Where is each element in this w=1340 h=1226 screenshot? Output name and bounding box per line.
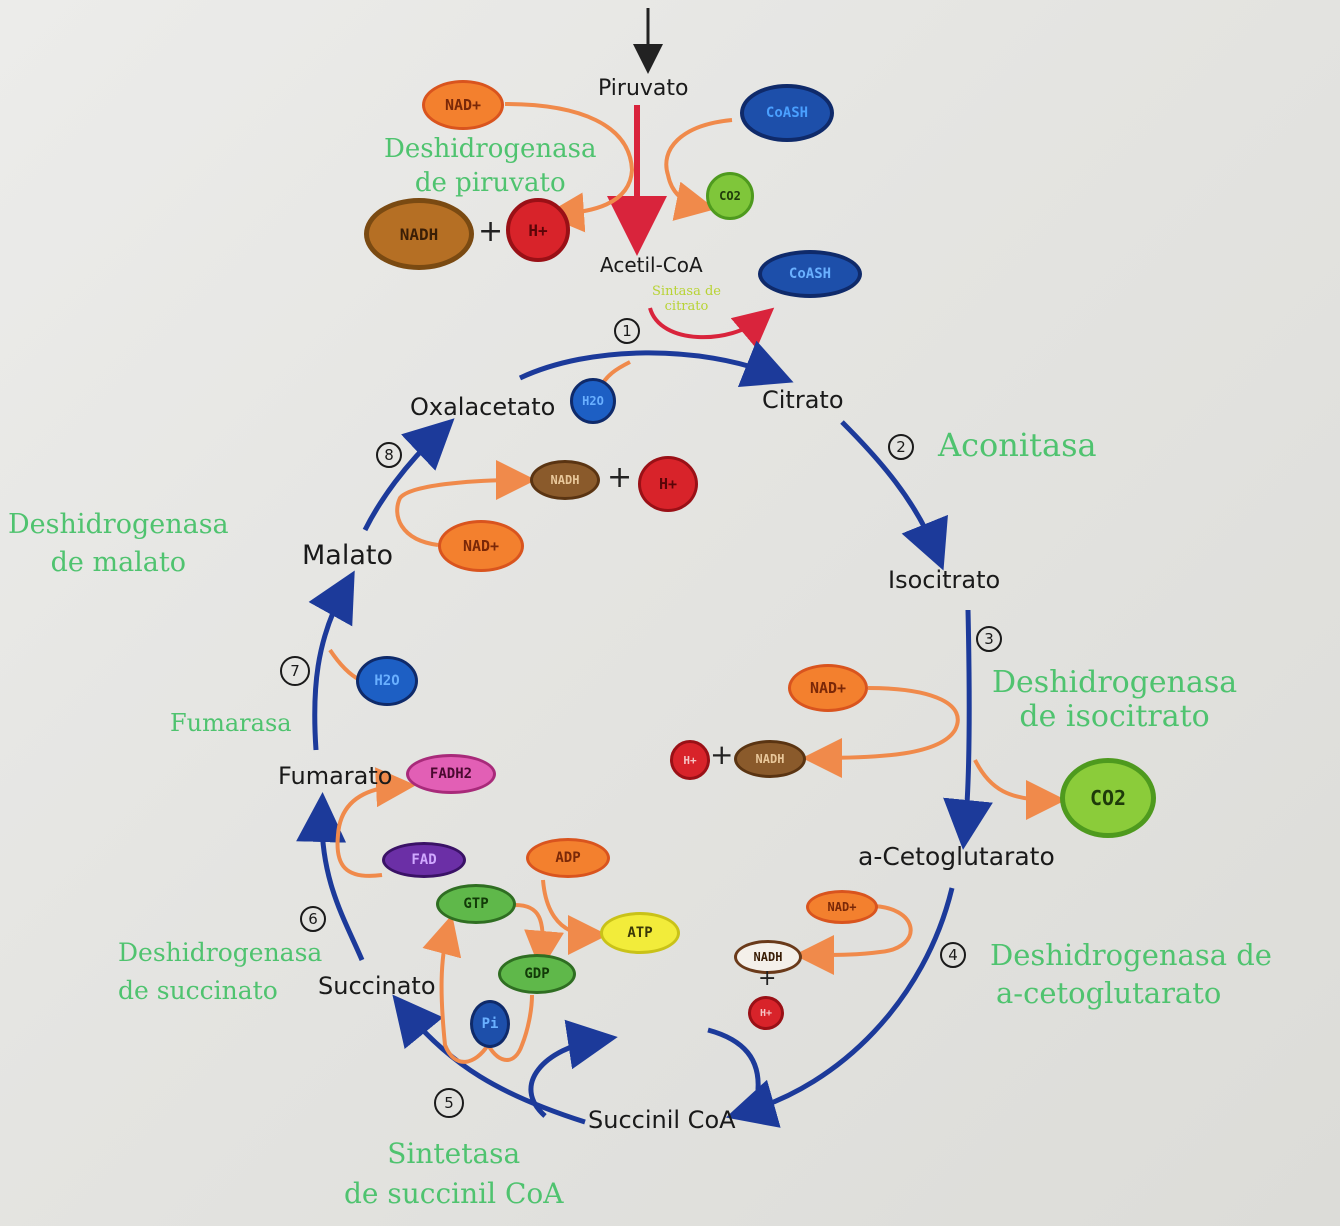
nad-plus-token: NAD+ <box>438 520 524 572</box>
metabolite-fumarato: Fumarato <box>278 762 393 790</box>
sdh-fad-arrow <box>335 767 416 878</box>
scs-gdp-pi-arrow <box>486 994 534 1062</box>
step-number-7: 7 <box>280 656 310 686</box>
step-number-4: 4 <box>940 942 966 968</box>
step5-arrow <box>392 994 586 1125</box>
step7-arrow <box>308 570 355 751</box>
enzyme-mdh-line2: de malato <box>50 547 187 578</box>
h2o-token: H2O <box>570 378 616 424</box>
enzyme-cs-line2: citrato <box>664 299 709 314</box>
step-number-8: 8 <box>376 442 402 468</box>
idh-nad-arrow <box>802 686 960 778</box>
enzyme-pdh: Deshidrogenasa de piruvato <box>384 132 596 200</box>
step2-arrow <box>840 420 948 571</box>
akg-nad-arrow <box>794 903 913 975</box>
enzyme-sdh: Deshidrogenasa de succinato <box>118 934 322 1010</box>
h-plus-token: H+ <box>670 740 710 780</box>
enzyme-scs-line2: de succinil CoA <box>344 1177 564 1210</box>
enzyme-akgdh-line1: Deshidrogenasa de <box>990 938 1272 972</box>
enzyme-sdh-line2: de succinato <box>118 976 278 1005</box>
step3-arrow <box>943 609 993 850</box>
enzyme-pdh-line1: Deshidrogenasa <box>384 134 597 164</box>
step-number-1: 1 <box>614 318 640 344</box>
adp-token: ADP <box>526 838 610 878</box>
fad-token: FAD <box>382 842 466 878</box>
nad-plus-token: NAD+ <box>806 890 878 924</box>
metabolite-a-cetoglutarato: a-Cetoglutarato <box>858 842 1055 871</box>
metabolite-succinato: Succinato <box>318 972 436 1000</box>
step8-arrow <box>362 418 455 532</box>
nadh-token: NADH <box>530 460 600 500</box>
nadh-token: NADH <box>364 198 474 270</box>
step-number-6: 6 <box>300 906 326 932</box>
metabolite-oxalacetato: Oxalacetato <box>410 393 556 421</box>
nadh-token: NADH <box>734 740 806 778</box>
metabolite-malato: Malato <box>302 540 393 571</box>
gtp-token: GTP <box>436 884 516 924</box>
enzyme-cs-line1: Sintasa de <box>652 284 721 299</box>
coash-token: CoASH <box>740 84 834 142</box>
metabolite-succinil-coa: Succinil CoA <box>588 1106 736 1134</box>
enzyme-idh-line2: de isocitrato <box>1019 699 1210 734</box>
step-number-5: 5 <box>434 1088 464 1118</box>
scs-coa-arrow-left <box>528 1019 618 1118</box>
scs-coa-arrow-right <box>707 1027 761 1091</box>
enzyme-sdh-line1: Deshidrogenasa <box>118 938 323 967</box>
plus-sign: + <box>758 966 777 991</box>
adp-atp-arrow <box>541 879 608 955</box>
pi-token: Pi <box>470 1000 510 1048</box>
step-number-3: 3 <box>976 626 1002 652</box>
step4-arrow <box>725 887 955 1128</box>
enzyme-scs-line1: Sintetasa <box>387 1137 521 1170</box>
plus-sign: + <box>607 460 633 495</box>
h-plus-token: H+ <box>638 456 698 512</box>
gdp-token: GDP <box>498 954 576 994</box>
metabolite-acetil-coa: Acetil-CoA <box>600 253 703 277</box>
step1-arrow <box>518 340 794 388</box>
enzyme-fumarasa: Fumarasa <box>170 709 292 737</box>
enzyme-aconitasa: Aconitasa <box>938 426 1097 464</box>
enzyme-idh: Deshidrogenasa de isocitrato <box>992 666 1237 734</box>
enzyme-idh-line1: Deshidrogenasa <box>992 665 1238 700</box>
co2-token: CO2 <box>1060 758 1156 838</box>
idh-co2-arrow <box>973 759 1066 820</box>
nad-plus-token: NAD+ <box>422 80 504 130</box>
pdh-coash-arrow <box>664 118 733 221</box>
gtp-gdp-arrow <box>514 903 564 971</box>
enzyme-scs: Sintetasa de succinil CoA <box>344 1134 563 1214</box>
plus-sign: + <box>710 738 734 771</box>
atp-token: ATP <box>600 912 680 954</box>
fadh2-token: FADH2 <box>406 754 496 794</box>
h-plus-token: H+ <box>748 996 784 1030</box>
nad-plus-token: NAD+ <box>788 664 868 712</box>
metabolite-piruvato: Piruvato <box>598 76 689 101</box>
step6-arrow <box>296 792 365 961</box>
co2-token: CO2 <box>706 172 754 220</box>
enzyme-mdh-line1: Deshidrogenasa <box>8 509 229 540</box>
coash-token: CoASH <box>758 250 862 298</box>
step-number-2: 2 <box>888 434 914 460</box>
nadh-token: NADH <box>734 940 802 974</box>
h-plus-token: H+ <box>506 198 570 262</box>
plus-sign: + <box>478 214 504 249</box>
enzyme-akgdh: Deshidrogenasa de a-cetoglutarato <box>990 936 1272 1012</box>
enzyme-mdh: Deshidrogenasa de malato <box>8 506 229 582</box>
enzyme-akgdh-line2: a-cetoglutarato <box>996 976 1222 1010</box>
metabolite-isocitrato: Isocitrato <box>888 566 1001 594</box>
cs-coash-arrow <box>648 307 775 349</box>
enzyme-pdh-line2: de piruvato <box>414 168 566 198</box>
scs-pi-arrow <box>422 914 490 1064</box>
mdh-nad-arrow <box>395 460 536 547</box>
h2o-token: H2O <box>356 656 418 706</box>
pdh-nad-arrow <box>504 102 635 233</box>
enzyme-citrato-sintasa: Sintasa de citrato <box>652 284 721 314</box>
fum-h2o-arrow <box>328 648 361 682</box>
metabolite-citrato: Citrato <box>762 386 844 414</box>
